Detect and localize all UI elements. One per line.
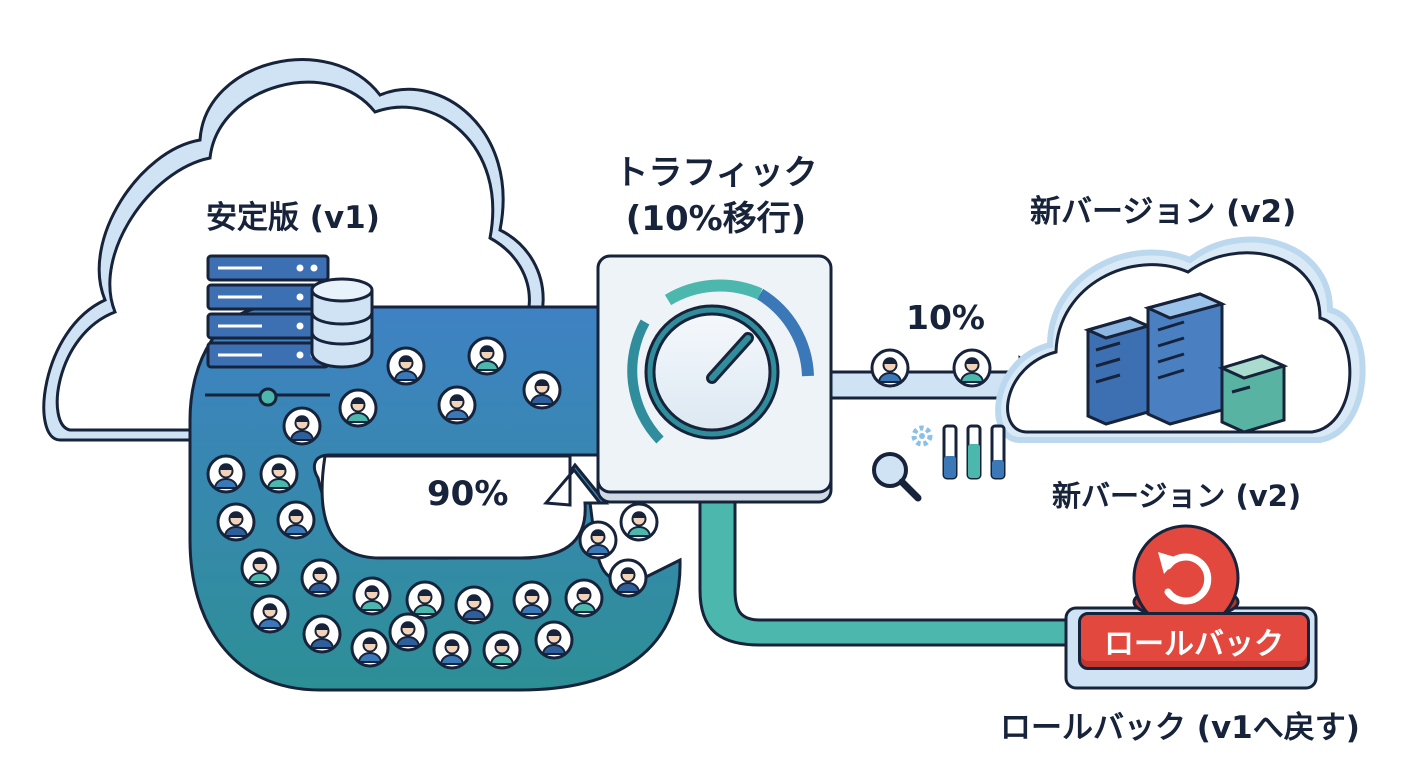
user-icon: [952, 348, 992, 388]
user-icon: [608, 558, 648, 598]
traffic-dial-icon: [596, 254, 833, 504]
traffic-label-line2: (10%移行): [625, 199, 807, 239]
user-icon: [534, 620, 574, 660]
new-servers-icon: [1083, 292, 1289, 434]
user-icon: [300, 558, 340, 598]
user-icon: [250, 594, 290, 634]
rollback-icon: [1132, 524, 1240, 632]
user-icon: [282, 406, 322, 446]
user-icon: [206, 454, 246, 494]
user-icon: [386, 346, 426, 386]
user-icon: [437, 385, 477, 425]
user-icon: [216, 502, 256, 542]
search-icon: [872, 452, 922, 502]
user-icon: [405, 580, 445, 620]
server-rack-icon: [205, 254, 330, 407]
user-icon: [240, 548, 280, 588]
stable-version-label: 安定版 (v1): [206, 200, 380, 236]
rollback-button[interactable]: ロールバック: [1078, 612, 1310, 670]
new-version-label-top: 新バージョン (v2): [1030, 194, 1297, 230]
user-icon: [338, 388, 378, 428]
new-version-label-bottom: 新バージョン (v2): [1052, 479, 1302, 513]
traffic-label-line1: トラフィック: [614, 153, 818, 193]
user-icon: [276, 500, 316, 540]
user-icons: [206, 336, 992, 670]
user-icon: [578, 520, 618, 560]
user-icon: [482, 630, 522, 670]
gear-icon: [911, 425, 933, 447]
user-icon: [512, 580, 552, 620]
user-icon: [454, 585, 494, 625]
stable-traffic-percent: 90%: [427, 474, 509, 514]
user-icon: [388, 612, 428, 652]
user-icon: [352, 576, 392, 616]
user-icon: [619, 502, 659, 542]
rollback-path: [698, 498, 1082, 647]
database-icon: [310, 277, 374, 369]
rollback-caption: ロールバック (v1へ戻す): [1000, 710, 1360, 746]
user-icon: [467, 336, 507, 376]
user-icon: [350, 628, 390, 668]
user-icon: [870, 348, 910, 388]
user-icon: [432, 630, 472, 670]
user-icon: [302, 614, 342, 654]
traffic-shift-label: トラフィック (10%移行): [596, 150, 836, 242]
user-icon: [564, 578, 604, 618]
canary-traffic-percent: 10%: [906, 298, 985, 337]
user-icon: [522, 370, 562, 410]
user-icon: [259, 454, 299, 494]
metrics-bars-icon: [942, 424, 1006, 480]
